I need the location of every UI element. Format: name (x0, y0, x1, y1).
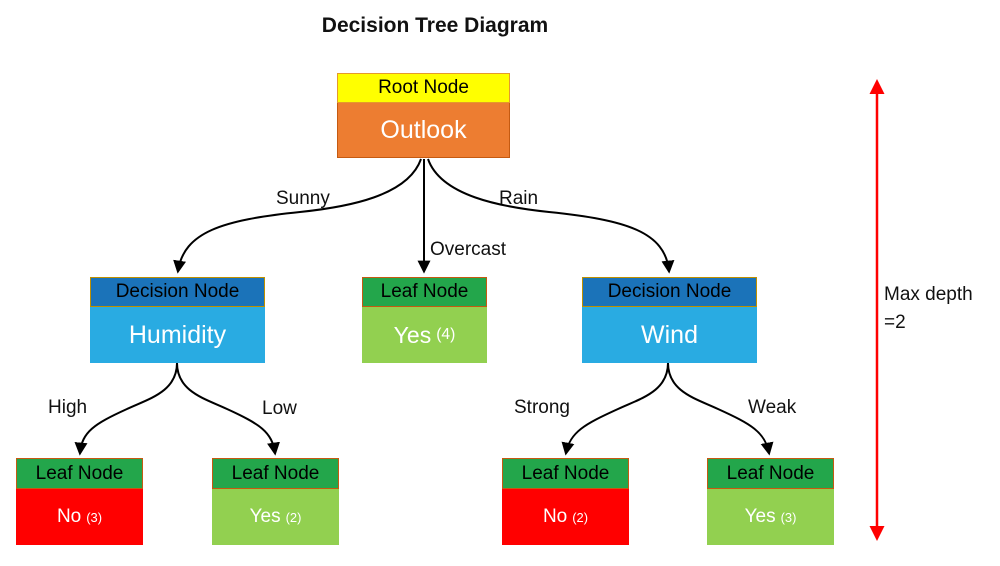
leaf-node-high-header: Leaf Node (16, 458, 143, 489)
leaf-value: Yes (393, 321, 432, 348)
leaf-node-weak: Leaf Node Yes (3) (707, 458, 834, 545)
max-depth-line1: Max depth (884, 284, 973, 305)
branch-label-overcast: Overcast (430, 239, 507, 260)
root-node-header: Root Node (337, 73, 510, 103)
branch-label-strong: Strong (514, 397, 570, 418)
leaf-node-low-header: Leaf Node (212, 458, 339, 489)
leaf-value: Yes (249, 506, 281, 527)
leaf-node-low: Leaf Node Yes (2) (212, 458, 339, 545)
branch-label-low: Low (262, 398, 297, 419)
decision-node-humidity-header: Decision Node (90, 277, 265, 307)
branch-label-high: High (48, 397, 88, 418)
leaf-node-overcast-body: Yes (4) (362, 307, 487, 363)
leaf-node-weak-header: Leaf Node (707, 458, 834, 489)
connector-wind-to-strong-leaf (561, 362, 669, 456)
leaf-count: (3) (780, 509, 797, 525)
leaf-node-high-body: No (3) (16, 489, 143, 545)
leaf-node-overcast: Leaf Node Yes (4) (362, 277, 487, 363)
connector-humidity-to-high-leaf (74, 362, 178, 456)
leaf-value: Yes (744, 506, 776, 527)
leaf-count: (4) (436, 326, 456, 343)
leaf-node-overcast-header: Leaf Node (362, 277, 487, 307)
leaf-count: (2) (285, 509, 302, 525)
diagram-title: Decision Tree Diagram (321, 14, 549, 37)
leaf-node-high: Leaf Node No (3) (16, 458, 143, 545)
leaf-count: (3) (86, 509, 103, 525)
leaf-node-strong-body: No (2) (502, 489, 629, 545)
connector-wind-to-weak-leaf (667, 362, 774, 456)
leaf-value: No (542, 506, 568, 527)
decision-node-wind-header: Decision Node (582, 277, 757, 307)
decision-node-wind-body: Wind (582, 307, 757, 363)
decision-node-humidity-body: Humidity (90, 307, 265, 363)
connector-root-to-wind (427, 158, 675, 274)
max-depth-annotation: Max depth =2 (884, 281, 973, 337)
connector-root-to-humidity (173, 158, 422, 274)
leaf-value: No (56, 506, 82, 527)
leaf-count: (2) (572, 509, 589, 525)
root-node: Root Node Outlook (337, 73, 510, 158)
branch-label-rain: Rain (499, 188, 539, 209)
root-node-body: Outlook (337, 103, 510, 158)
max-depth-line2: =2 (884, 312, 906, 333)
leaf-node-strong-header: Leaf Node (502, 458, 629, 489)
branch-label-sunny: Sunny (276, 188, 330, 209)
decision-node-wind: Decision Node Wind (582, 277, 757, 363)
branch-label-weak: Weak (748, 397, 797, 418)
leaf-node-strong: Leaf Node No (2) (502, 458, 629, 545)
connector-humidity-to-low-leaf (176, 362, 280, 456)
decision-node-humidity: Decision Node Humidity (90, 277, 265, 363)
leaf-node-weak-body: Yes (3) (707, 489, 834, 545)
leaf-node-low-body: Yes (2) (212, 489, 339, 545)
